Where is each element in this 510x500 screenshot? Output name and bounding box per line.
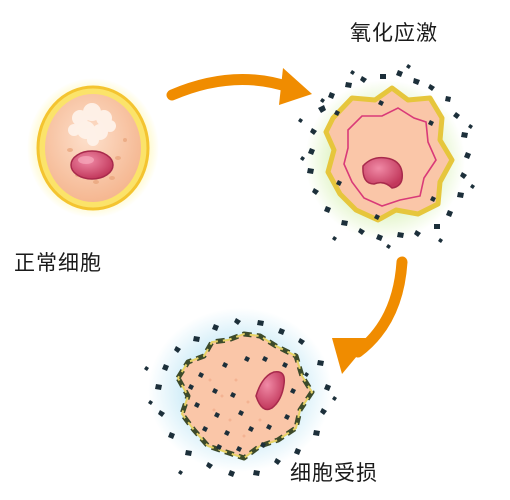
oxidative-stress-label: 氧化应激 (350, 21, 438, 45)
vesicle-cluster (68, 103, 116, 146)
normal-cell (27, 78, 159, 218)
curved-arrow-right-icon (166, 68, 312, 105)
free-radicals-damage (144, 318, 337, 477)
damaged-cell-nucleus (255, 371, 286, 411)
curved-arrow-down-left-icon (332, 256, 408, 374)
free-radicals-stress (298, 64, 475, 249)
damaged-cell-membrane (175, 331, 315, 461)
oxidative-stress-cell (298, 64, 475, 249)
damaged-cell-label: 细胞受损 (290, 461, 378, 485)
normal-cell-nucleus (70, 150, 114, 180)
normal-cell-label: 正常细胞 (14, 251, 102, 275)
normal-cell-cytoplasm (45, 94, 141, 202)
stressed-inner-membrane (343, 107, 437, 207)
stressed-cell-nucleus (362, 156, 404, 189)
damaged-cell (144, 308, 337, 477)
